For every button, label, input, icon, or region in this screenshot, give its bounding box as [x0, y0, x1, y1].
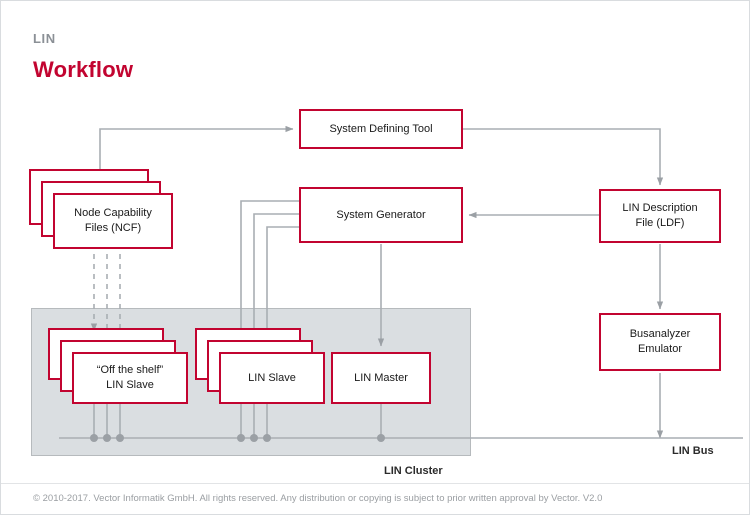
node-lin-master[interactable]: LIN Master [331, 352, 431, 404]
node-capability-files-label: Node Capability Files (NCF) [74, 207, 152, 234]
edge-ncf-to-sdt [99, 125, 294, 184]
node-system-defining-tool-label: System Defining Tool [329, 122, 433, 135]
node-off-the-shelf-lin-slave[interactable]: “Off the shelf” LIN Slave [72, 352, 188, 404]
bus-connection-dots [90, 434, 385, 442]
node-lin-description-file[interactable]: LIN Description File (LDF) [599, 189, 721, 243]
edge-sdt-to-ldf [463, 128, 664, 186]
footer-copyright: © 2010-2017. Vector Informatik GmbH. All… [33, 493, 603, 504]
edge-sysgen-to-linslave-2 [250, 213, 299, 352]
lin-cluster-label: LIN Cluster [384, 465, 443, 477]
page-kicker: LIN [33, 31, 56, 46]
node-capability-files[interactable]: Node Capability Files (NCF) [53, 193, 173, 249]
node-lin-slave-label: LIN Slave [248, 371, 296, 384]
lin-bus-label: LIN Bus [672, 445, 714, 457]
edge-sysgen-to-linslave-3 [263, 226, 299, 364]
node-lin-master-label: LIN Master [354, 371, 408, 384]
node-lin-slave[interactable]: LIN Slave [219, 352, 325, 404]
edge-sysgen-to-linslave-1 [237, 200, 299, 340]
node-system-defining-tool[interactable]: System Defining Tool [299, 109, 463, 149]
footer-divider [1, 483, 749, 484]
node-system-generator-label: System Generator [336, 208, 426, 221]
node-off-the-shelf-lin-slave-label: “Off the shelf” LIN Slave [96, 364, 164, 391]
page-title: Workflow [33, 57, 134, 82]
node-busanalyzer-emulator[interactable]: Busanalyzer Emulator [599, 313, 721, 371]
node-system-generator[interactable]: System Generator [299, 187, 463, 243]
node-lin-description-file-label: LIN Description File (LDF) [622, 202, 698, 229]
node-busanalyzer-emulator-label: Busanalyzer Emulator [629, 328, 691, 355]
